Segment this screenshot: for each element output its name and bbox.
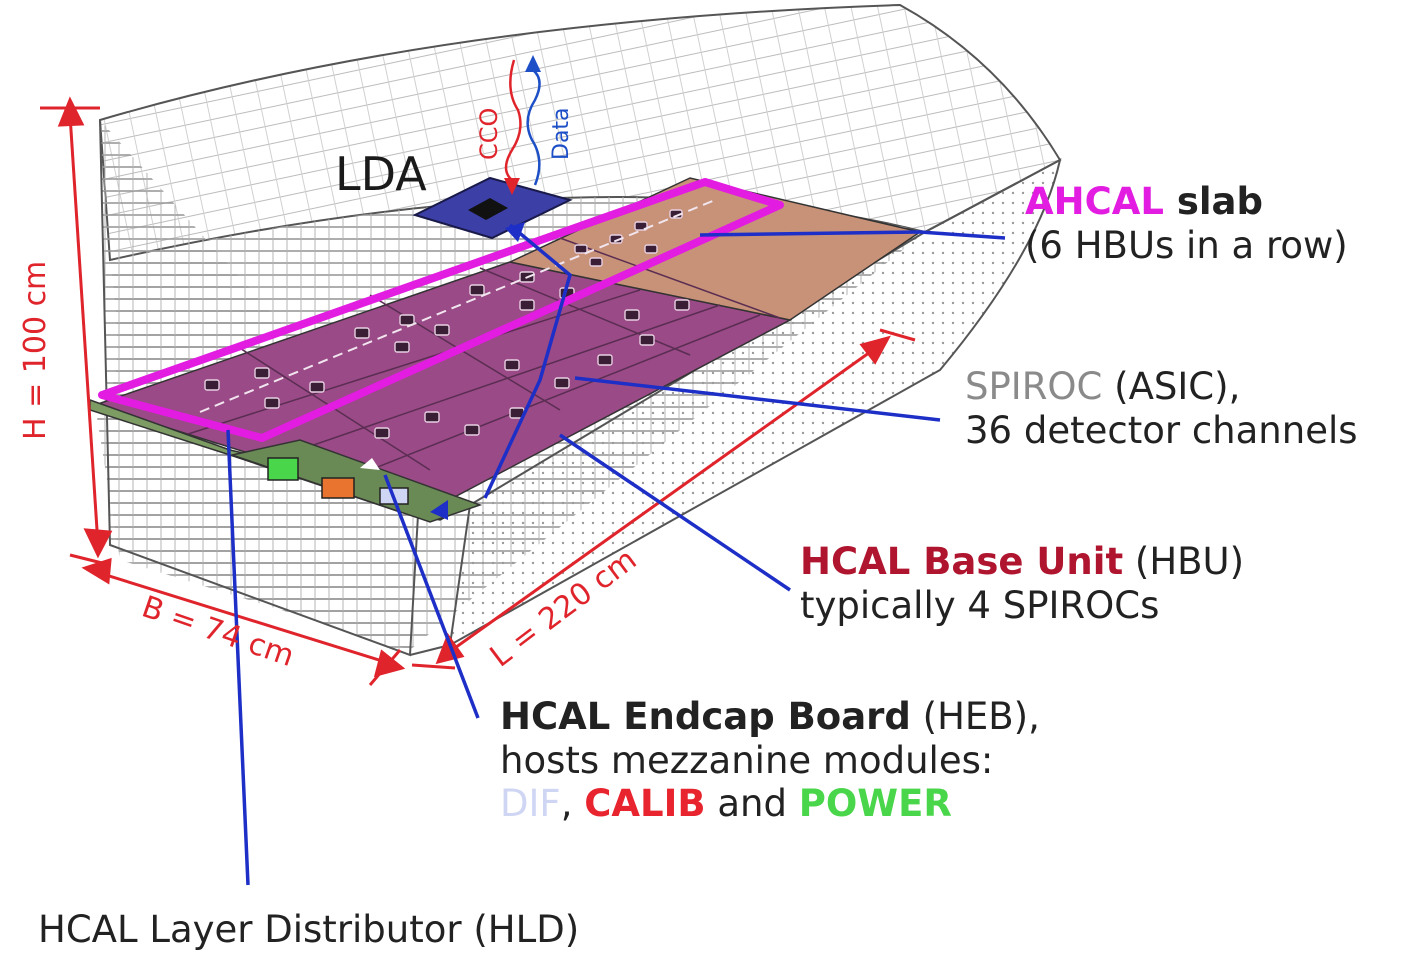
ahcal-line2: (6 HBUs in a row)	[1025, 224, 1348, 267]
hld-text: HCAL Layer Distributor (HLD)	[38, 908, 579, 951]
ahcal-name: AHCAL	[1025, 180, 1164, 223]
height-label: H = 100 cm	[18, 261, 53, 440]
heb-calib: CALIB	[584, 782, 705, 825]
heb-line2: hosts mezzanine modules:	[500, 739, 993, 782]
heb-label: HCAL Endcap Board (HEB), hosts mezzanine…	[500, 695, 1040, 826]
spiroc-line2: 36 detector channels	[965, 409, 1358, 452]
hbu-rest: (HBU)	[1123, 540, 1244, 583]
heb-name: HCAL Endcap Board	[500, 695, 911, 738]
heb-dif: DIF	[500, 782, 561, 825]
ahcal-label: AHCAL slab (6 HBUs in a row)	[1025, 180, 1348, 267]
spiroc-label: SPIROC (ASIC), 36 detector channels	[965, 365, 1358, 452]
heb-rest: (HEB),	[911, 695, 1040, 738]
lda-label: LDA	[335, 147, 427, 201]
ahcal-rest: slab	[1164, 180, 1263, 223]
heb-and: and	[706, 782, 799, 825]
hbu-name: HCAL Base Unit	[800, 540, 1123, 583]
cco-label: CCO	[475, 108, 503, 160]
heb-comma: ,	[561, 782, 585, 825]
hld-label: HCAL Layer Distributor (HLD)	[38, 908, 579, 952]
spiroc-rest: (ASIC),	[1102, 365, 1240, 408]
hbu-label: HCAL Base Unit (HBU) typically 4 SPIROCs	[800, 540, 1244, 627]
spiroc-name: SPIROC	[965, 365, 1102, 408]
data-label: Data	[549, 107, 574, 160]
hbu-line2: typically 4 SPIROCs	[800, 584, 1159, 627]
heb-power: POWER	[799, 782, 952, 825]
